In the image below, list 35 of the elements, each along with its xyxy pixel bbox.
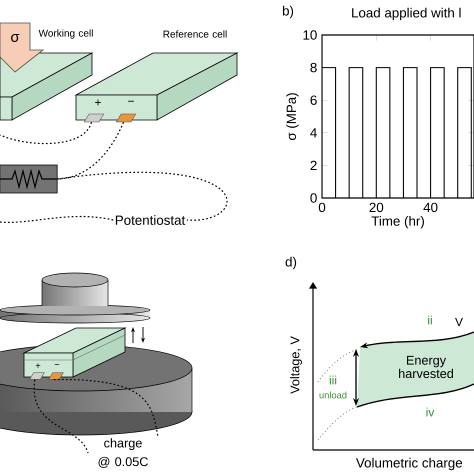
panel-letter: b) (282, 6, 294, 18)
harvested-region: Energy harvested (357, 332, 474, 407)
terminal (29, 372, 45, 380)
y-tick-label: 0 (310, 193, 317, 203)
y-axis-title: σ (MPa) (286, 93, 299, 140)
y-tick-label: 4 (310, 128, 317, 138)
curve-label: iii (330, 376, 336, 384)
resistor (0, 164, 58, 194)
wire (0, 122, 92, 144)
y-tick-label: 2 (310, 160, 317, 170)
panel-letter: d) (286, 256, 296, 270)
polarity-sign: + (95, 100, 101, 106)
y-tick-label: 8 (310, 62, 317, 72)
charge-label: charge @ 0.05C (98, 438, 148, 468)
polarity-sign: − (128, 100, 134, 102)
x-tick-label: 0 (318, 202, 326, 212)
y-tick-label: 6 (310, 95, 317, 105)
polarity-sign: + (36, 363, 40, 368)
x-tick-label: 20 (370, 202, 384, 212)
curve-label: unload (320, 392, 346, 398)
y-tick-label: 10 (303, 30, 317, 40)
cell-label: Reference cell (164, 30, 227, 38)
potentiostat-label: Potentiostat (116, 215, 186, 225)
wire (58, 172, 228, 221)
x-tick-label: 40 (423, 202, 438, 212)
wire (0, 216, 114, 223)
wire (58, 122, 124, 180)
terminal (48, 372, 64, 380)
wire (54, 379, 159, 437)
wire (34, 380, 89, 454)
axis-label: Voltage, V (290, 336, 302, 394)
x-axis-title: Time (hr) (372, 216, 424, 228)
polarity-sign: − (54, 364, 60, 365)
axis-label: Volumetric charge (356, 458, 462, 470)
chart-title: Load applied with l (352, 8, 461, 20)
